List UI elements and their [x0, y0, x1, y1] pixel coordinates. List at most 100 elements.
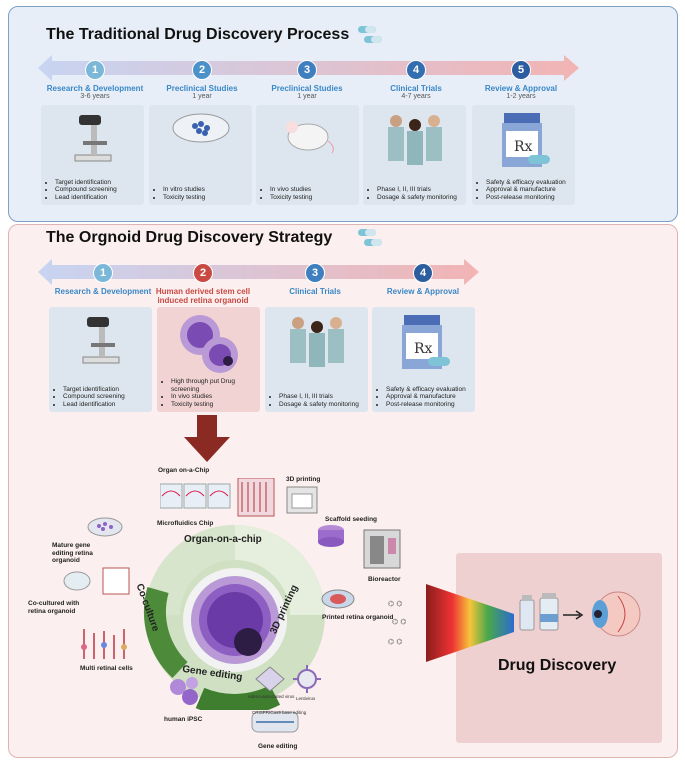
arrow-right-icon: [563, 610, 584, 620]
step-number: 3: [297, 60, 317, 80]
step-duration: 3-6 years: [80, 93, 110, 100]
lentivirus-icon: [293, 665, 321, 693]
step-number: 4: [413, 263, 433, 283]
step-duration: 1 year: [192, 93, 212, 100]
vials-icon: [519, 593, 559, 631]
svg-text:⌬ ⌬: ⌬ ⌬: [388, 600, 402, 608]
bullet-item: Approval & manufacture: [386, 393, 466, 401]
microfluidics-label: Microfluidics Chip: [157, 520, 214, 527]
capsule-icon: [358, 229, 382, 246]
card-bullets: Target identificationCompound screeningL…: [45, 179, 117, 202]
card-bullets: In vitro studiesToxicity testing: [153, 186, 205, 201]
bullet-item: Safety & efficacy evaluation: [386, 386, 466, 394]
bioreactor-icon: [363, 529, 401, 569]
organoid-card-3: Phase I, II, III trialsDosage & safety m…: [265, 307, 368, 412]
scaffold-icon: [318, 525, 344, 547]
bullet-item: Toxicity testing: [270, 194, 312, 202]
microfluidics-chip-icon: [160, 478, 275, 517]
step-label: Preclinical Studies: [166, 84, 238, 93]
bullet-item: Phase I, II, III trials: [279, 393, 359, 401]
step-label: Preclinical Studies: [271, 84, 343, 93]
aav-label: Adeno-associated virus: [247, 694, 295, 699]
bioreactor-label: Bioreactor: [368, 576, 401, 583]
patients-icon: [382, 111, 448, 186]
bullet-item: Safety & efficacy evaluation: [486, 179, 566, 187]
step-number: 1: [93, 263, 113, 283]
traditional-card-4: Phase I, II, III trialsDosage & safety m…: [363, 105, 466, 205]
organoid-icon: [174, 313, 244, 382]
timeline-arrow: [38, 259, 479, 285]
organoid-title: The Orgnoid Drug Discovery Strategy: [46, 229, 333, 246]
card-bullets: High through put Drug screeningIn vivo s…: [161, 378, 260, 408]
step-label: Clinical Trials: [289, 287, 341, 296]
traditional-title: The Traditional Drug Discovery Process: [46, 26, 350, 43]
microscope-icon: [77, 313, 125, 370]
prescription-bottle-icon: Rx: [496, 111, 552, 176]
crispr-icon: [251, 711, 299, 733]
gene-editing-label: Gene editing: [258, 743, 298, 750]
eye-icon: [592, 591, 641, 637]
step-number: 2: [192, 60, 212, 80]
bullet-item: In vitro studies: [163, 186, 205, 194]
ipsc-icon: [170, 677, 198, 705]
multi-cells-label: Multi retinal cells: [80, 665, 133, 672]
traditional-card-3: In vivo studiesToxicity testing: [256, 105, 359, 205]
3d-printing-label: 3D printing: [286, 476, 321, 483]
bullet-item: In vivo studies: [270, 186, 312, 194]
organoid-card-2: High through put Drug screeningIn vivo s…: [157, 307, 260, 412]
step-duration: 4-7 years: [401, 93, 431, 100]
bullet-item: Post-release monitoring: [486, 194, 566, 202]
step-duration: 1 year: [297, 93, 317, 100]
card-bullets: Safety & efficacy evaluationApproval & m…: [476, 179, 566, 202]
lentivirus-label: Lentivirus: [296, 696, 316, 701]
card-bullets: Safety & efficacy evaluationApproval & m…: [376, 386, 466, 409]
bullet-item: Target identification: [55, 179, 117, 187]
down-arrow: [184, 415, 230, 462]
bullet-item: Compound screening: [63, 393, 125, 401]
step-number: 2: [193, 263, 213, 283]
svg-text:⌬ ⌬: ⌬ ⌬: [392, 618, 406, 626]
bullet-item: Lead identification: [63, 401, 125, 409]
bullet-item: High through put Drug screening: [171, 378, 260, 393]
card-bullets: Target identificationCompound screeningL…: [53, 386, 125, 409]
mouse-icon: [278, 111, 338, 160]
step-label: Review & Approval: [386, 287, 460, 296]
aav-icon: [255, 666, 285, 692]
patients-icon: [284, 313, 350, 388]
bullet-item: Compound screening: [55, 186, 117, 194]
petri-dish-icon: [171, 111, 231, 150]
bullet-item: Post-release monitoring: [386, 401, 466, 409]
traditional-card-1: Target identificationCompound screeningL…: [41, 105, 144, 205]
printed-organoid-icon: [321, 589, 355, 609]
bullet-item: Lead identification: [55, 194, 117, 202]
organoid-card-1: Target identificationCompound screeningL…: [49, 307, 152, 412]
co-culture-dish-icon: [63, 567, 130, 595]
ring-top-label: Organ-on-a-chip: [184, 534, 262, 545]
drug-discovery-title: Drug Discovery: [498, 657, 617, 674]
bullet-item: In vivo studies: [171, 393, 260, 401]
funnel-icon: ⌬ ⌬ ⌬ ⌬ ⌬ ⌬: [388, 584, 514, 662]
step-label: Clinical Trials: [390, 84, 442, 93]
prescription-bottle-icon: Rx: [396, 313, 452, 378]
traditional-card-2: In vitro studiesToxicity testing: [149, 105, 252, 205]
microscope-icon: [69, 111, 117, 168]
svg-text:Rx: Rx: [514, 139, 533, 155]
printed-label: Printed retina organoid: [322, 614, 394, 621]
organ-on-chip-label: Organ on-a-Chip: [158, 467, 210, 474]
step-label: Human derived stem cell induced retina o…: [155, 287, 251, 305]
crispr-label: CRISPR/Cas9 base editing: [252, 710, 307, 715]
step-label: Research & Development: [46, 84, 144, 93]
bullet-item: Toxicity testing: [163, 194, 205, 202]
step-label: Research & Development: [54, 287, 152, 296]
drug-discovery-box: [456, 553, 662, 743]
mature-label: Mature gene editing retina organoid: [52, 542, 93, 564]
petri-dish-icon: [87, 517, 123, 537]
step-duration: 1-2 years: [506, 93, 536, 100]
